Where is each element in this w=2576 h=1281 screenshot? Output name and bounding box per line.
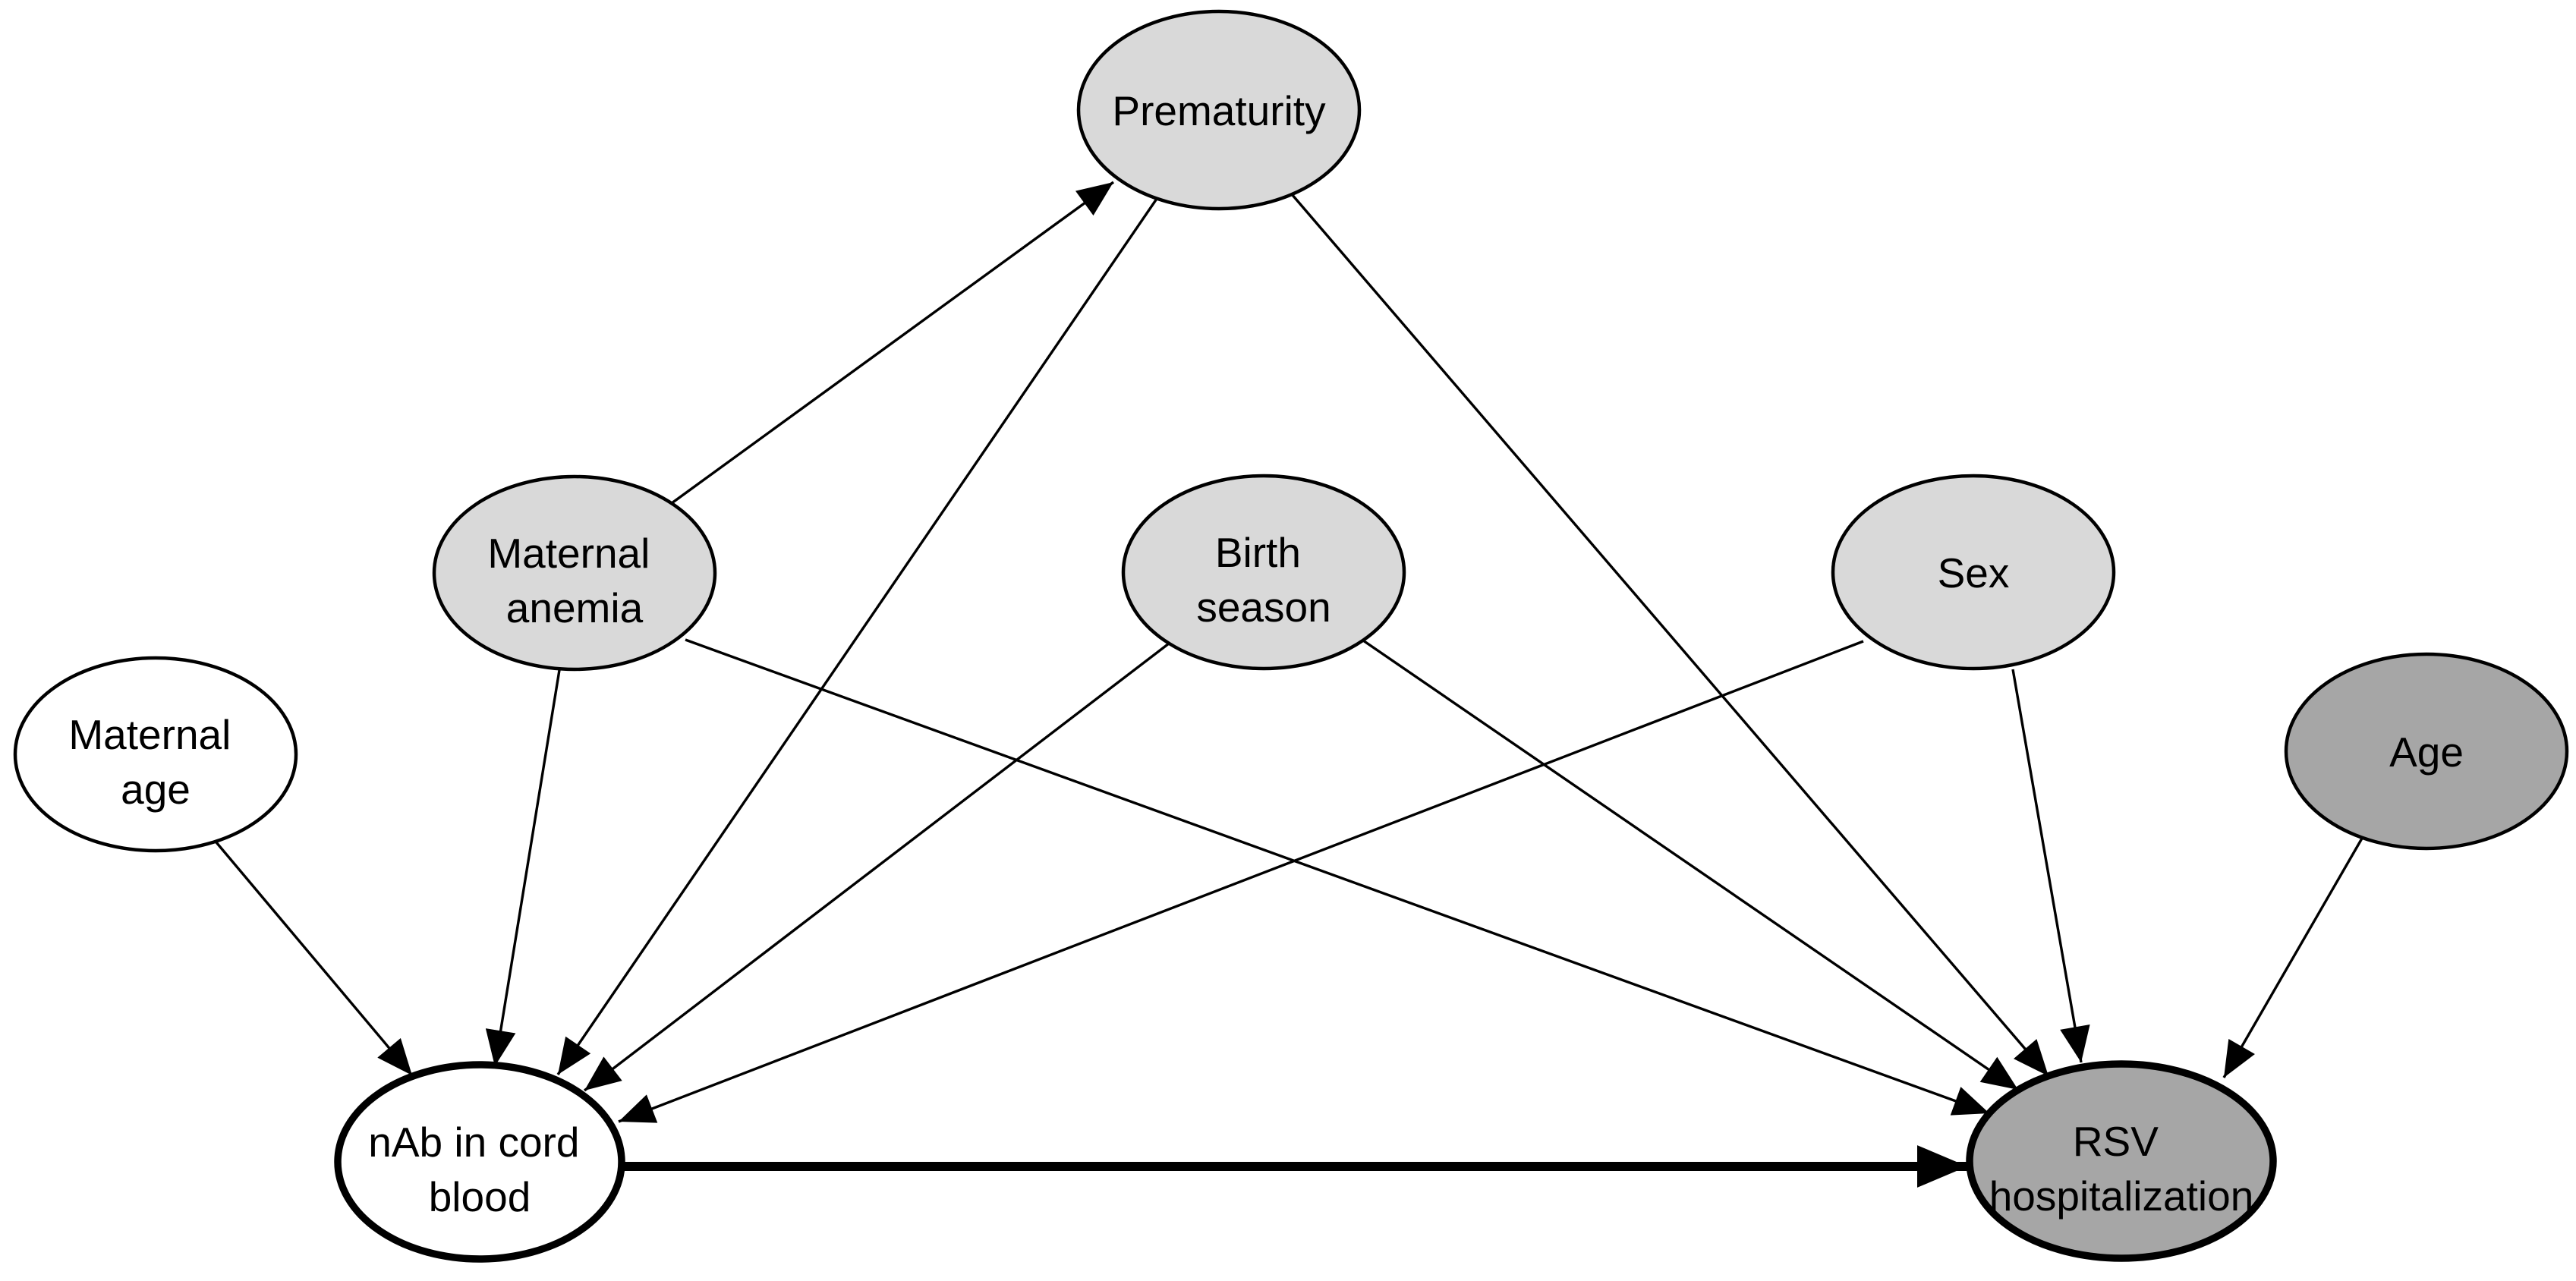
node-birth-season-label: Birth season xyxy=(1196,529,1331,631)
node-maternal-anemia-shape xyxy=(432,474,717,672)
node-birth-season: Birth season xyxy=(1121,474,1406,671)
edge-maternal-anemia-to-prematurity xyxy=(671,181,1114,505)
node-age: Age xyxy=(2284,652,2569,851)
edge-maternal-age-to-nab-in-cord-blood xyxy=(215,841,414,1077)
edge-prematurity-to-nab-in-cord-blood xyxy=(556,198,1158,1075)
node-nab-in-cord-blood: nAb in cord blood xyxy=(334,1061,625,1263)
edge-prematurity-to-rsv-hospitalization xyxy=(1290,193,2050,1078)
node-nab-in-cord-blood-shape xyxy=(334,1061,625,1263)
node-sex: Sex xyxy=(1831,474,2116,671)
edge-maternal-anemia-to-rsv-hospitalization xyxy=(685,638,1990,1116)
node-birth-season-shape xyxy=(1121,474,1406,671)
edge-sex-to-nab-in-cord-blood xyxy=(618,640,1864,1123)
node-age-label: Age xyxy=(2389,729,2464,776)
edge-birth-season-to-rsv-hospitalization xyxy=(1362,639,2019,1091)
edge-sex-to-rsv-hospitalization xyxy=(2011,669,2090,1063)
node-age-shape xyxy=(2284,652,2569,851)
node-maternal-anemia: Maternal anemia xyxy=(432,474,717,672)
node-prematurity: Prematurity xyxy=(1076,9,1362,211)
node-nab-in-cord-blood-label: nAb in cord blood xyxy=(368,1119,591,1220)
node-rsv-hospitalization: RSV hospitalization xyxy=(1966,1060,2277,1262)
node-rsv-hospitalization-shape xyxy=(1966,1060,2277,1262)
node-maternal-age-label: Maternal age xyxy=(68,711,242,813)
edge-birth-season-to-nab-in-cord-blood xyxy=(583,642,1170,1092)
edge-maternal-anemia-to-nab-in-cord-blood xyxy=(485,669,561,1067)
edge-age-to-rsv-hospitalization xyxy=(2222,836,2364,1078)
node-maternal-age: Maternal age xyxy=(13,656,298,853)
edges-layer xyxy=(215,181,2364,1188)
node-maternal-anemia-label: Maternal anemia xyxy=(487,530,661,631)
node-rsv-hospitalization-label: RSV hospitalization xyxy=(1989,1118,2254,1220)
node-prematurity-shape xyxy=(1076,9,1362,211)
node-sex-label: Sex xyxy=(1938,549,2010,596)
node-maternal-age-shape xyxy=(13,656,298,853)
node-prematurity-label: Prematurity xyxy=(1112,87,1326,134)
node-sex-shape xyxy=(1831,474,2116,671)
nodes-layer: Prematurity Maternal anemia Birth season… xyxy=(13,9,2569,1263)
